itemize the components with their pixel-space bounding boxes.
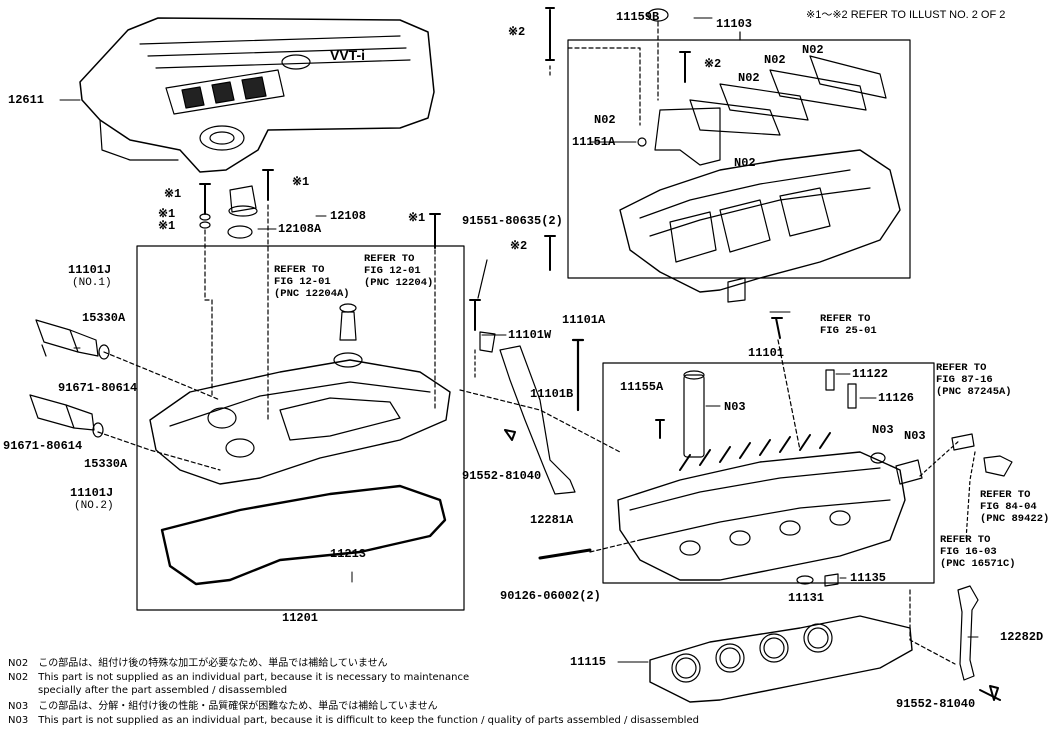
label-91671-80614-bottom[interactable]: 91671-80614	[3, 439, 83, 453]
refer-line: REFER TO	[936, 362, 987, 374]
engine-cover-drawing: VVT-i	[79, 17, 435, 173]
mark-kome2-c: ※2	[510, 239, 528, 253]
label-11126[interactable]: 11126	[878, 391, 915, 405]
mark-kome1-b: ※1	[158, 207, 176, 221]
refer-fig-12-01-a[interactable]: REFER TO FIG 12-01 (PNC 12204A)	[274, 264, 350, 300]
label-11101A[interactable]: 11101A	[562, 313, 606, 327]
mark-n03-a: N03	[724, 400, 746, 414]
label-12282D[interactable]: 12282D	[1000, 630, 1044, 644]
refer-line: FIG 16-03	[940, 546, 997, 558]
label-11101B[interactable]: 11101B	[530, 387, 574, 401]
label-11201[interactable]: 11201	[282, 611, 319, 625]
mark-n02-c: N02	[738, 71, 760, 85]
label-90126-06002[interactable]: 90126-06002(2)	[500, 589, 601, 603]
refer-line: REFER TO	[274, 264, 325, 276]
label-15330A-top[interactable]: 15330A	[82, 311, 126, 325]
valve-cover-drawing	[149, 303, 451, 586]
label-11103[interactable]: 11103	[716, 17, 753, 31]
refer-line: (PNC 12204)	[364, 277, 434, 289]
refer-fig-16-03[interactable]: REFER TO FIG 16-03 (PNC 16571C)	[940, 534, 1016, 570]
mark-kome1-e: ※1	[408, 211, 426, 225]
label-91552-81040-right[interactable]: 91552-81040	[896, 697, 976, 711]
refer-line: REFER TO	[940, 534, 991, 546]
footnote-n02-ja: N02 この部品は、組付け後の特殊な加工が必要なため、単品では補給していません	[8, 658, 388, 669]
label-11101W[interactable]: 11101W	[508, 328, 552, 342]
footnote-n02-en-cont: specially after the part assembled / dis…	[8, 685, 288, 696]
refer-line: (PNC 16571C)	[940, 558, 1016, 570]
mark-n02-d: N02	[594, 113, 616, 127]
valve-cover-box	[136, 245, 465, 611]
refer-fig-84-04[interactable]: REFER TO FIG 84-04 (PNC 89422)	[980, 489, 1049, 525]
label-11155A[interactable]: 11155A	[620, 380, 664, 394]
mark-n02-b: N02	[802, 43, 824, 57]
head-gasket-drawing	[649, 615, 913, 703]
refer-line: FIG 12-01	[274, 276, 331, 288]
label-11115[interactable]: 11115	[570, 655, 607, 669]
label-11122[interactable]: 11122	[852, 367, 889, 381]
footnote-n02-en: N02 This part is not supplied as an indi…	[8, 672, 470, 683]
refer-fig-25-01[interactable]: REFER TO FIG 25-01	[820, 313, 877, 337]
mark-kome1-c: ※1	[158, 219, 176, 233]
label-91551-80635[interactable]: 91551-80635(2)	[462, 214, 563, 228]
label-11101[interactable]: 11101	[748, 346, 785, 360]
mark-kome1-a: ※1	[164, 187, 182, 201]
refer-fig-12-01-b[interactable]: REFER TO FIG 12-01 (PNC 12204)	[364, 253, 433, 289]
refer-line: (PNC 89422)	[980, 513, 1050, 525]
refer-line: REFER TO	[364, 253, 415, 265]
label-12108[interactable]: 12108	[330, 209, 367, 223]
mark-n03-b: N03	[872, 423, 894, 437]
refer-line: REFER TO	[980, 489, 1031, 501]
label-12611[interactable]: 12611	[8, 93, 45, 107]
right-bracket-drawing	[957, 585, 1001, 701]
mark-n02-a: N02	[764, 53, 786, 67]
cylinder-head-box	[602, 362, 935, 584]
refer-line: (PNC 87245A)	[936, 386, 1012, 398]
mark-kome1-d: ※1	[292, 175, 310, 189]
refer-line: FIG 87-16	[936, 374, 993, 386]
refer-line: REFER TO	[820, 313, 871, 325]
label-11135[interactable]: 11135	[850, 571, 887, 585]
label-91671-80614-top[interactable]: 91671-80614	[58, 381, 138, 395]
label-11101J-no2-sub: (NO.2)	[74, 500, 114, 512]
label-11213[interactable]: 11213	[330, 547, 367, 561]
engine-cover-logo: VVT-i	[330, 47, 365, 63]
bolts-top	[544, 7, 691, 271]
refer-line: FIG 84-04	[980, 501, 1037, 513]
label-11159B[interactable]: 11159B	[616, 10, 660, 24]
label-11131[interactable]: 11131	[788, 591, 825, 605]
mark-kome2-b: ※2	[704, 57, 722, 71]
mark-n02-e: N02	[734, 156, 756, 170]
cam-housing-drawing	[619, 55, 901, 303]
cylinder-head-drawing	[538, 317, 1013, 665]
refer-line: FIG 12-01	[364, 265, 421, 277]
refer-line: (PNC 12204A)	[274, 288, 350, 300]
oil-cap-drawing	[199, 169, 441, 421]
oil-control-valves-drawing	[29, 319, 221, 471]
illustration-reference-note: ※1～※2 REFER TO ILLUST NO. 2 OF 2	[806, 9, 1006, 21]
middle-bracket-drawing	[459, 259, 621, 495]
label-15330A-bottom[interactable]: 15330A	[84, 457, 128, 471]
label-12281A[interactable]: 12281A	[530, 513, 574, 527]
mark-n03-c: N03	[904, 429, 926, 443]
label-11101J-no1[interactable]: 11101J	[68, 263, 112, 277]
refer-line: FIG 25-01	[820, 325, 877, 337]
label-11101J-no1-sub: (NO.1)	[72, 277, 112, 289]
leader-lines	[59, 17, 979, 663]
refer-fig-87-16[interactable]: REFER TO FIG 87-16 (PNC 87245A)	[936, 362, 1012, 398]
footnote-n03-en: N03 This part is not supplied as an indi…	[8, 715, 699, 726]
label-11151A[interactable]: 11151A	[572, 135, 616, 149]
footnote-n03-ja: N03 この部品は、分解・組付け後の性能・品質確保が困難なため、単品では補給して…	[8, 701, 438, 712]
label-12108A[interactable]: 12108A	[278, 222, 322, 236]
mark-kome2-a: ※2	[508, 25, 526, 39]
label-11101J-no2[interactable]: 11101J	[70, 486, 114, 500]
label-91552-81040-left[interactable]: 91552-81040	[462, 469, 542, 483]
cam-housing-box	[567, 31, 911, 279]
